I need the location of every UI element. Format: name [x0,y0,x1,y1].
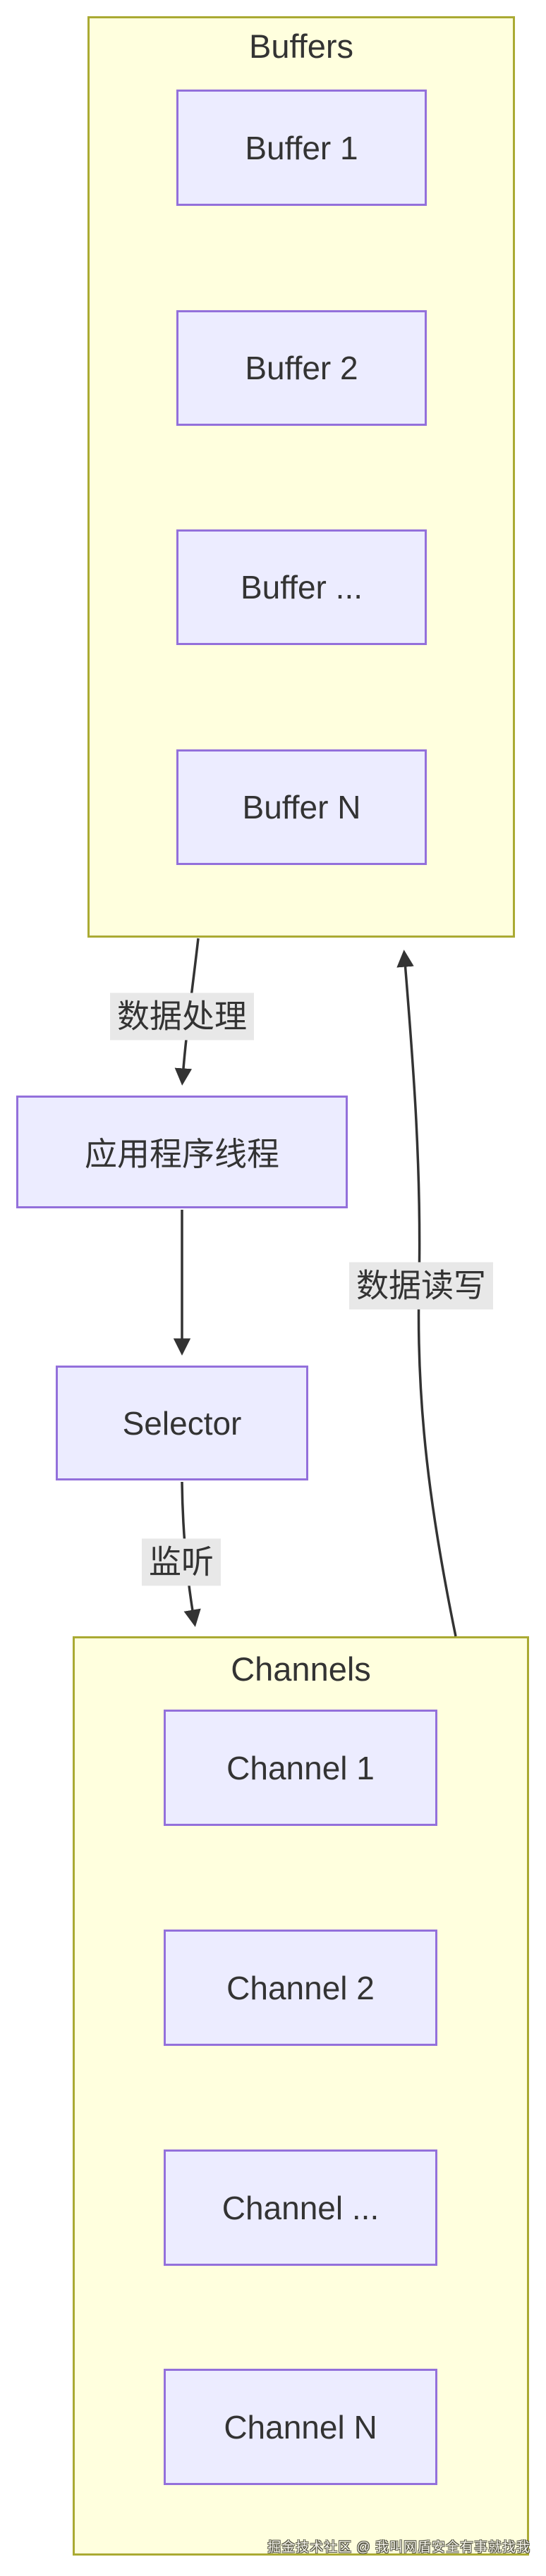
node-buffer-n: Buffer N [176,749,427,865]
node-channel-1-label: Channel 1 [226,1749,375,1786]
edge-label-listen: 监听 [142,1538,221,1586]
node-app-thread: 应用程序线程 [16,1096,348,1208]
cluster-buffers-title: Buffers [248,27,354,65]
edge-label-data-readwrite: 数据读写 [349,1262,493,1310]
node-buffer-2-label: Buffer 2 [245,350,358,386]
edge-label-data-processing: 数据处理 [110,993,254,1041]
node-channel-2-label: Channel 2 [226,1969,375,2006]
node-channel-2: Channel 2 [164,1930,437,2046]
node-buffer-1: Buffer 1 [176,90,427,206]
node-channel-1: Channel 1 [164,1710,437,1826]
node-channel-etc-label: Channel ... [222,2189,380,2226]
cluster-channels-title: Channels [231,1650,371,1688]
node-channel-n: Channel N [164,2369,437,2485]
node-buffer-2: Buffer 2 [176,310,427,426]
node-channel-n-label: Channel N [224,2408,377,2446]
node-channel-etc: Channel ... [164,2149,437,2266]
node-buffer-etc: Buffer ... [176,529,427,645]
node-selector: Selector [56,1366,308,1480]
node-app-thread-label: 应用程序线程 [85,1136,279,1172]
node-buffer-n-label: Buffer N [242,789,361,826]
watermark-text: 掘金技术社区 @ 我叫网盾安全有事就找我 [267,2540,530,2555]
node-selector-label: Selector [122,1404,242,1442]
node-buffer-1-label: Buffer 1 [245,129,358,166]
node-buffer-etc-label: Buffer ... [240,569,363,606]
